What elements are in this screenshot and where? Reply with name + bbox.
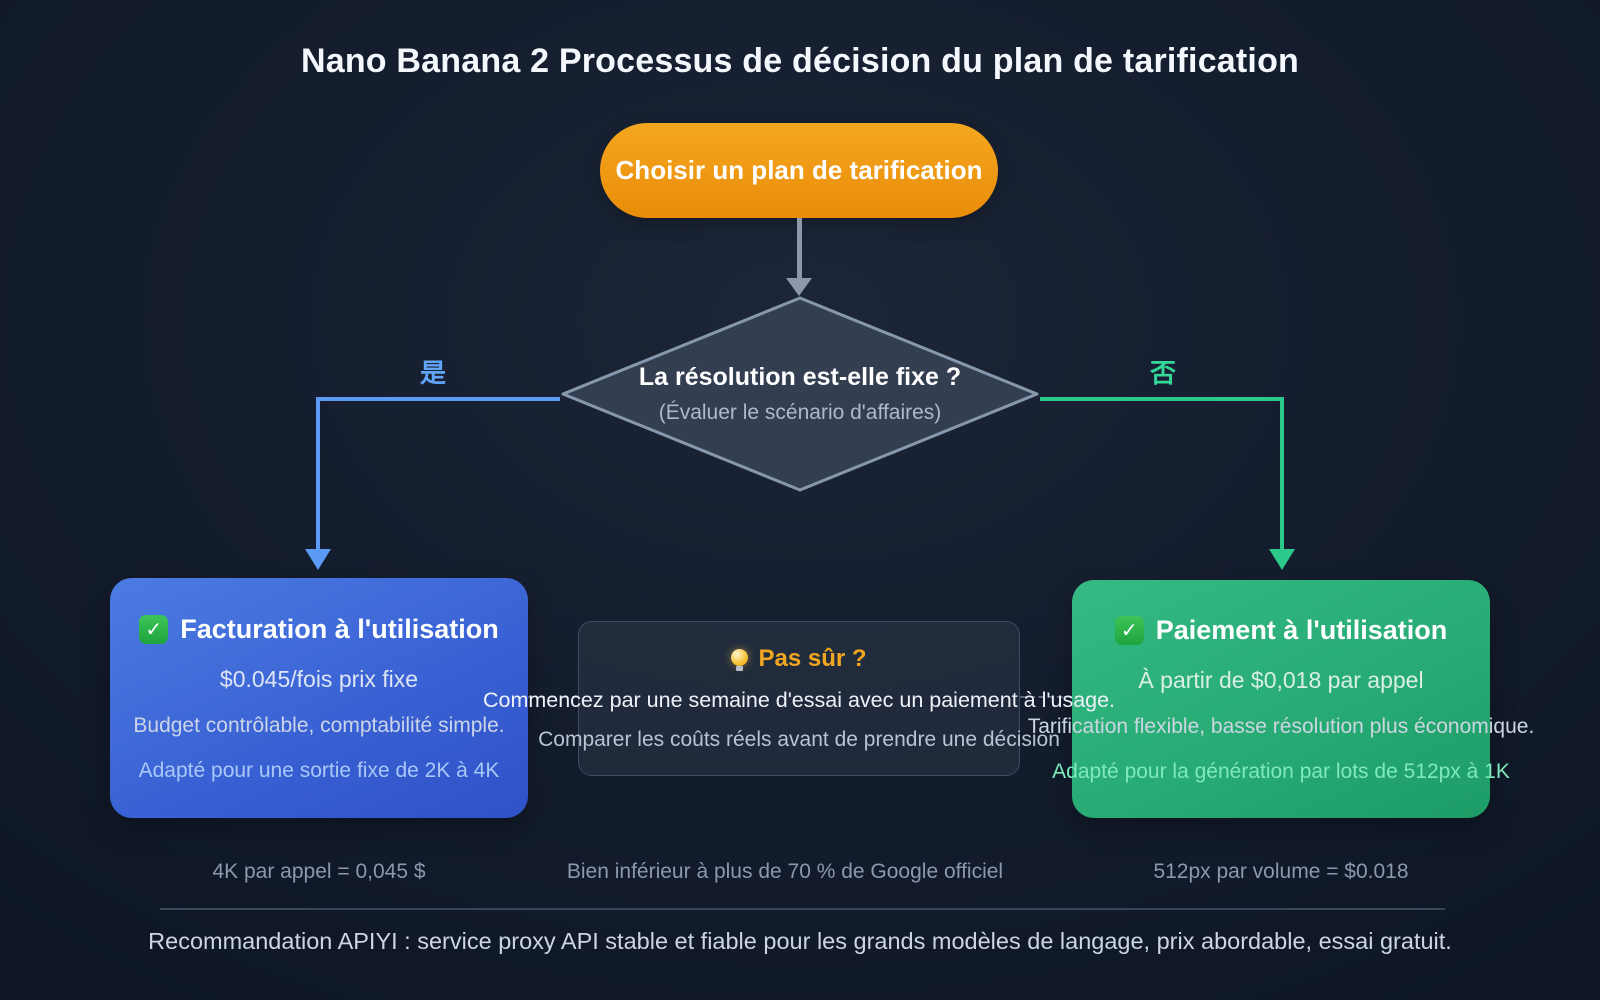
check-icon <box>139 614 169 644</box>
unsure-right-dashed-connector <box>1020 696 1072 698</box>
fixed-plan-suited: Adapté pour une sortie fixe de 2K à 4K <box>138 758 500 782</box>
decision-subtitle: (Évaluer le scénario d'affaires) <box>658 401 942 424</box>
yes-branch-connector-vertical <box>316 397 320 549</box>
decision-node: La résolution est-elle fixe ? (Évaluer l… <box>560 295 1040 493</box>
start-to-decision-connector <box>797 218 802 280</box>
usage-plan-suited: Adapté pour la génération par lots de 51… <box>1052 759 1510 783</box>
no-branch-connector-horizontal <box>1040 397 1284 401</box>
unsure-line2: Comparer les coûts réels avant de prendr… <box>538 728 1060 751</box>
usage-plan-price: À partir de $0,018 par appel <box>1138 666 1424 693</box>
check-icon <box>1114 615 1144 645</box>
page-title: Nano Banana 2 Processus de décision du p… <box>300 42 1300 80</box>
decision-diamond-shape <box>561 296 1039 492</box>
footer-divider <box>160 908 1445 910</box>
fixed-plan-card: Facturation à l'utilisation $0.045/fois … <box>110 578 528 818</box>
unsure-card: Pas sûr ? Commencez par une semaine d'es… <box>483 621 1115 776</box>
comparison-footnote: Bien inférieur à plus de 70 % de Google … <box>566 860 1004 883</box>
usage-plan-title-row: Paiement à l'utilisation <box>1114 614 1448 646</box>
footer-recommendation: Recommandation APIYI : service proxy API… <box>148 928 1452 954</box>
fixed-plan-title: Facturation à l'utilisation <box>180 613 499 644</box>
unsure-title-row: Pas sûr ? <box>731 645 867 673</box>
yes-arrow-down-icon <box>305 549 331 570</box>
usage-plan-card: Paiement à l'utilisation À partir de $0,… <box>1028 580 1534 818</box>
fixed-plan-price: $0.045/fois prix fixe <box>219 665 419 692</box>
usage-plan-title: Paiement à l'utilisation <box>1155 614 1448 645</box>
usage-plan-description: Tarification flexible, basse résolution … <box>1027 714 1535 738</box>
fixed-plan-title-row: Facturation à l'utilisation <box>139 613 499 645</box>
no-arrow-down-icon <box>1269 549 1295 570</box>
arrow-down-icon <box>786 278 812 296</box>
unsure-left-dashed-connector <box>528 696 578 698</box>
unsure-line1: Commencez par une semaine d'essai avec u… <box>482 688 1116 712</box>
usage-plan-footnote: 512px par volume = $0.018 <box>1153 860 1409 883</box>
no-branch-label: 否 <box>1149 358 1176 388</box>
unsure-title: Pas sûr ? <box>758 645 867 672</box>
no-branch-connector-vertical <box>1280 397 1284 549</box>
yes-branch-connector-horizontal <box>318 397 560 401</box>
lightbulb-icon <box>731 648 749 671</box>
fixed-plan-description: Budget contrôlable, comptabilité simple. <box>133 713 505 737</box>
start-node-label: Choisir un plan de tarification <box>615 155 983 185</box>
start-node: Choisir un plan de tarification <box>600 123 998 218</box>
decision-question: La résolution est-elle fixe ? <box>638 363 962 391</box>
fixed-plan-footnote: 4K par appel = 0,045 $ <box>212 860 426 883</box>
yes-branch-label: 是 <box>419 358 446 388</box>
